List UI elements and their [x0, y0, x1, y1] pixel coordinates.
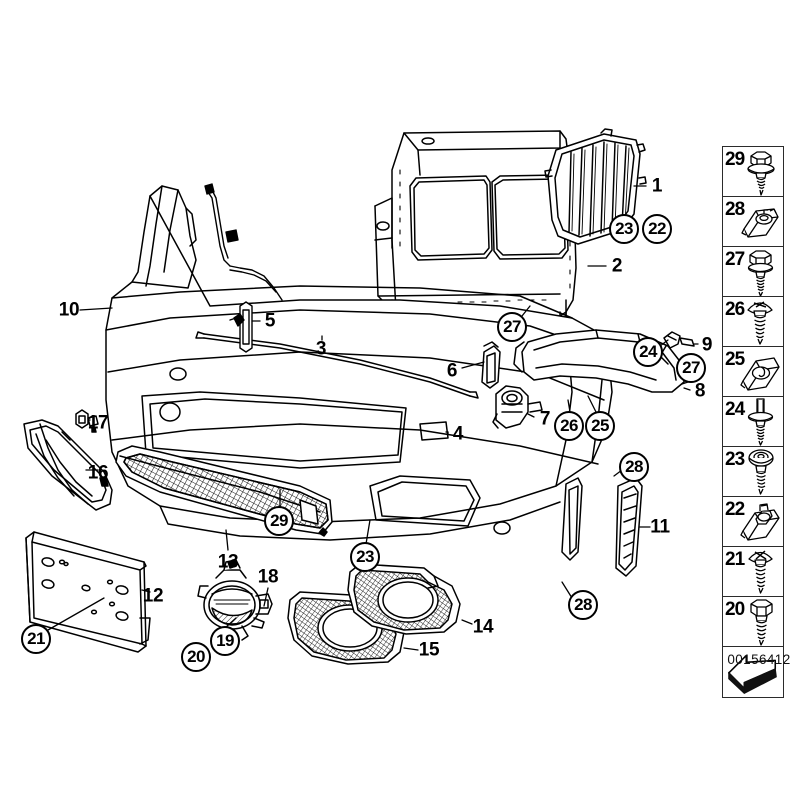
legend-item-25: 25 [723, 347, 783, 397]
legend-number-20: 20 [725, 599, 745, 620]
legend-number-24: 24 [725, 399, 745, 420]
legend-item-29: 29 [723, 147, 783, 197]
callout-circle-28: 28 [619, 452, 649, 482]
legend-number-26: 26 [725, 299, 745, 320]
callout-circle-27: 27 [497, 312, 527, 342]
front-bumper-trim-panel-art [105, 185, 613, 541]
callout-circle-19: 19 [210, 626, 240, 656]
legend-item-24: 24 [723, 397, 783, 447]
callout-circle-20: 20 [181, 642, 211, 672]
cage-nut-plate-icon [740, 503, 780, 541]
callout-circle-23b: 23 [350, 542, 380, 572]
callout-10: 10 [58, 299, 80, 321]
legend-number-22: 22 [725, 499, 745, 520]
callout-circle-29: 29 [264, 506, 294, 536]
callout-3: 3 [315, 338, 327, 360]
hex-flange-screw-icon [747, 250, 774, 296]
callout-circle-26: 26 [554, 411, 584, 441]
legend-number-28: 28 [725, 199, 745, 220]
legend-number-29: 29 [725, 149, 745, 170]
callout-9: 9 [701, 334, 713, 356]
legend-item-23: 23 [723, 447, 783, 497]
direction-arrow-icon [728, 654, 777, 694]
callout-4: 4 [452, 423, 464, 445]
callout-18: 18 [257, 566, 279, 588]
side-grille-trim-art [615, 477, 643, 577]
legend-item-22: 22 [723, 497, 783, 547]
fastener-legend: 29 28 [722, 146, 784, 698]
callout-7: 7 [539, 408, 551, 430]
legend-item-27: 27 [723, 247, 783, 297]
callout-13: 13 [217, 551, 239, 573]
callout-16: 16 [87, 462, 109, 484]
legend-number-27: 27 [725, 249, 745, 270]
callout-8: 8 [694, 380, 706, 402]
callout-1: 1 [651, 175, 663, 197]
fog-grille-right-art [347, 563, 461, 635]
clip-17-art [75, 409, 99, 433]
legend-number-25: 25 [725, 349, 745, 370]
legend-item-21: 21 [723, 547, 783, 597]
callout-circle-28b: 28 [568, 590, 598, 620]
callout-14: 14 [472, 616, 494, 638]
callout-12: 12 [142, 585, 164, 607]
legend-direction-arrow-cell [723, 647, 783, 697]
callout-2: 2 [611, 255, 623, 277]
flange-washer-screw-icon [748, 449, 774, 495]
callout-circle-22: 22 [642, 214, 672, 244]
diagram-id-number: 00156412 [727, 652, 791, 667]
legend-number-21: 21 [725, 549, 745, 570]
legend-item-26: 26 [723, 297, 783, 347]
callout-circle-24: 24 [633, 337, 663, 367]
spring-clip-plate-icon [741, 208, 779, 238]
callout-17: 17 [87, 412, 109, 434]
callout-11: 11 [650, 516, 670, 538]
wiring-harness-art [204, 183, 283, 353]
legend-number-23: 23 [725, 449, 745, 470]
callout-circle-25: 25 [585, 411, 615, 441]
callout-circle-21: 21 [21, 624, 51, 654]
callout-5: 5 [264, 310, 276, 332]
legend-item-28: 28 [723, 197, 783, 247]
stud-screw-icon [747, 398, 774, 446]
oval-head-screw-icon [747, 301, 773, 345]
headlight-washer-art [481, 341, 543, 429]
bumper-right-insert-art [561, 477, 583, 561]
hex-flange-screw-short-icon [747, 151, 775, 196]
clip-nut-plate-icon [740, 357, 780, 391]
hex-head-screw-icon [750, 599, 773, 646]
callout-6: 6 [446, 360, 458, 382]
phillips-screw-icon [748, 550, 773, 594]
callout-circle-23: 23 [609, 214, 639, 244]
bumper-trim-support-art [195, 331, 479, 399]
legend-item-20: 20 [723, 597, 783, 647]
air-duct-art [23, 419, 113, 511]
callout-circle-27b: 27 [676, 353, 706, 383]
licence-plate-base-art [25, 531, 151, 653]
callout-15: 15 [418, 639, 440, 661]
